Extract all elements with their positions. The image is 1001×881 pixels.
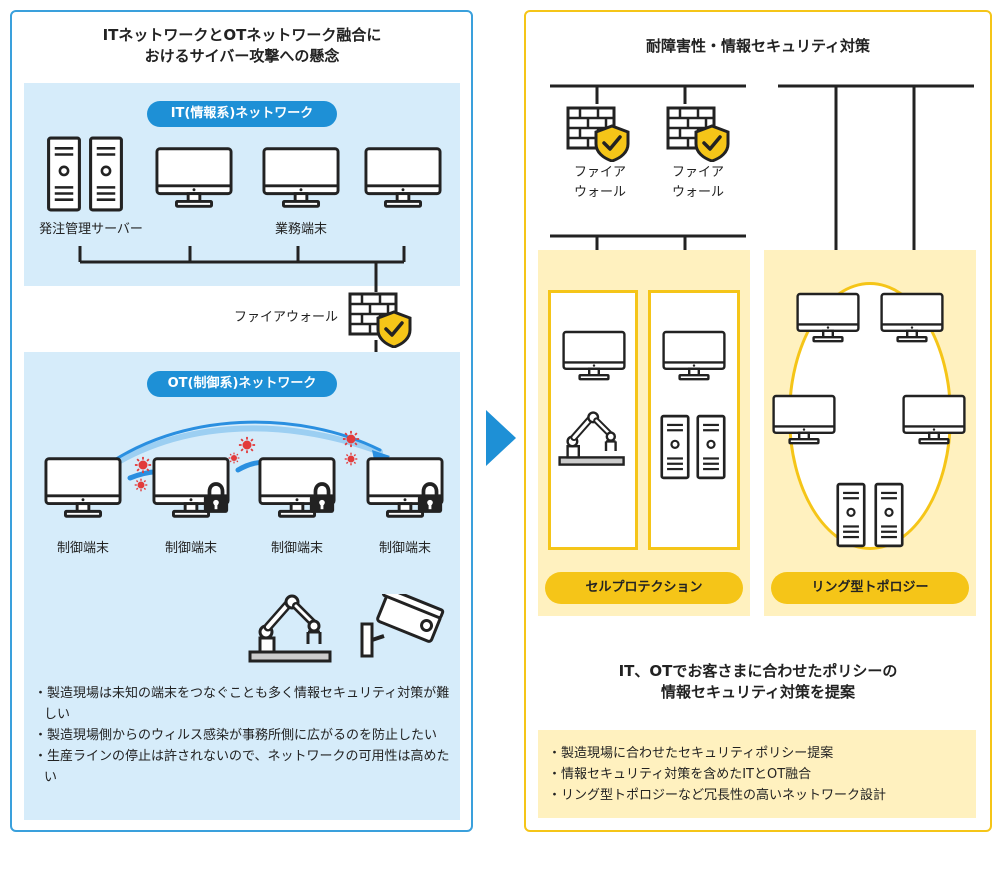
firewall-icon xyxy=(566,106,630,162)
right-panel-title: 耐障害性・情報セキュリティ対策 xyxy=(645,37,871,55)
monitor-icon xyxy=(772,394,836,446)
proposal-points-box xyxy=(538,730,976,818)
control-terminal-label-1: 制御端末 xyxy=(56,541,109,556)
proposal-point: ・リング型トポロジーなど冗長性の高いネットワーク設計 xyxy=(548,788,887,803)
robot-arm-icon xyxy=(558,410,630,468)
monitor-icon xyxy=(562,330,626,382)
server-icon xyxy=(836,482,866,548)
concern-item: ・製造現場側からのウィルス感染が事務所側に広がるのを防止したい xyxy=(34,728,438,743)
proposal-title: IT、OTでお客さまに合わせたポリシーの 情報セキュリティ対策を提案 xyxy=(526,661,990,703)
server-icon xyxy=(696,414,726,480)
proposal-points-list: ・製造現場に合わせたセキュリティポリシー提案 ・情報セキュリティ対策を含めたIT… xyxy=(548,743,968,806)
monitor-icon xyxy=(796,292,860,344)
left-title-line1: ITネットワークとOTネットワーク融合に xyxy=(102,26,382,44)
monitor-icon xyxy=(662,330,726,382)
business-terminal-label: 業務端末 xyxy=(274,222,327,237)
right-panel xyxy=(524,10,992,832)
control-terminal-label-3: 制御端末 xyxy=(270,541,323,556)
transition-arrow-icon xyxy=(486,410,516,466)
left-panel-title: ITネットワークとOTネットワーク融合に おけるサイバー攻撃への懸念 xyxy=(12,25,472,67)
proposal-line1: IT、OTでお客さまに合わせたポリシーの xyxy=(618,662,898,680)
left-panel xyxy=(10,10,473,832)
it-network-label: IT(情報系)ネットワーク xyxy=(147,101,337,127)
proposal-line2: 情報セキュリティ対策を提案 xyxy=(660,683,856,701)
left-title-line2: おけるサイバー攻撃への懸念 xyxy=(144,47,340,65)
order-server-label: 発注管理サーバー xyxy=(39,222,143,237)
concerns-list: ・製造現場は未知の端末をつなぐことも多く情報セキュリティ対策が難しい ・製造現場… xyxy=(34,683,454,788)
monitor-icon xyxy=(880,292,944,344)
concern-item: ・生産ラインの停止は許されないので、ネットワークの可用性は高めたい xyxy=(34,749,450,785)
monitor-icon xyxy=(902,394,966,446)
firewall-label-2: ファイア ウォール xyxy=(671,165,724,200)
server-icon xyxy=(660,414,690,480)
control-terminal-label-2: 制御端末 xyxy=(164,541,217,556)
firewall-label: ファイアウォール xyxy=(233,310,338,325)
concern-item: ・製造現場は未知の端末をつなぐことも多く情報セキュリティ対策が難しい xyxy=(34,686,450,722)
ring-topology-label: リング型トポロジー xyxy=(771,572,969,604)
ot-network-label: OT(制御系)ネットワーク xyxy=(147,371,337,397)
proposal-point: ・製造現場に合わせたセキュリティポリシー提案 xyxy=(548,746,834,761)
control-terminal-label-4: 制御端末 xyxy=(378,541,431,556)
firewall-label-1: ファイア ウォール xyxy=(573,165,626,200)
cell-protection-label: セルプロテクション xyxy=(545,572,743,604)
firewall-icon xyxy=(666,106,730,162)
server-icon xyxy=(874,482,904,548)
proposal-point: ・情報セキュリティ対策を含めたITとOT融合 xyxy=(548,767,812,782)
